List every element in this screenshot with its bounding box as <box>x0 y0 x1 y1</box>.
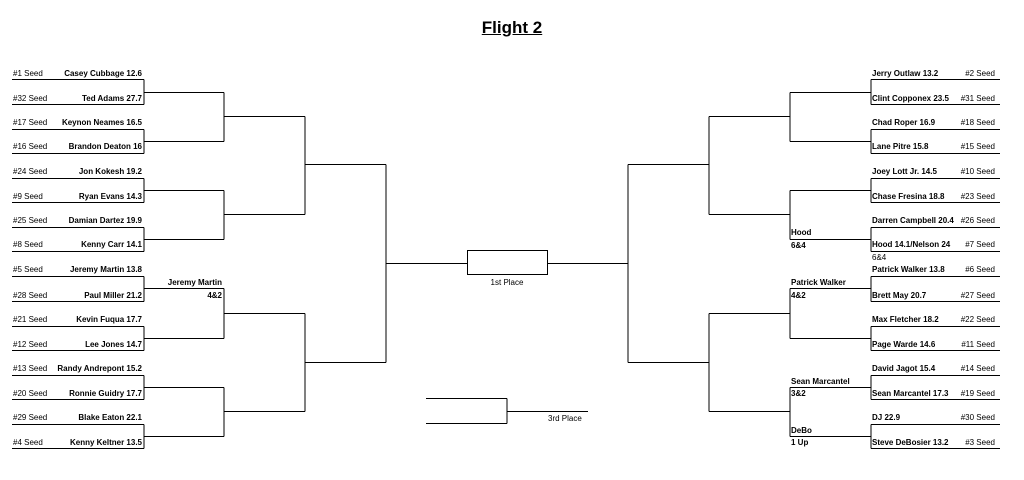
player-name: Kenny Keltner 13.5 <box>69 438 142 447</box>
seed-label: #24 Seed <box>13 167 48 176</box>
player-name: Brett May 20.7 <box>872 291 927 300</box>
player-name: Blake Eaton 22.1 <box>78 413 142 422</box>
player-name: Clint Copponex 23.5 <box>872 94 949 103</box>
seed-label: #16 Seed <box>13 142 48 151</box>
seed-label: #7 Seed <box>965 240 995 249</box>
player-name: Darren Campbell 20.4 <box>872 216 954 225</box>
player-name: Hood 14.1/Nelson 24 <box>872 240 951 249</box>
seed-label: #19 Seed <box>960 389 995 398</box>
seed-label: #14 Seed <box>960 364 995 373</box>
seed-label: #26 Seed <box>960 216 995 225</box>
player-name: Chad Roper 16.9 <box>872 118 936 127</box>
player-name: Ryan Evans 14.3 <box>78 192 142 201</box>
seed-label: #12 Seed <box>13 340 48 349</box>
match-score: 4&2 <box>791 291 806 300</box>
player-name: Sean Marcantel 17.3 <box>872 389 949 398</box>
match-score: 3&2 <box>791 389 806 398</box>
seed-label: #2 Seed <box>965 69 995 78</box>
seed-label: #8 Seed <box>13 240 43 249</box>
seed-label: #13 Seed <box>13 364 48 373</box>
player-name: Lee Jones 14.7 <box>85 340 142 349</box>
seed-label: #4 Seed <box>13 438 43 447</box>
winner-name: Jeremy Martin <box>167 278 222 287</box>
player-name: David Jagot 15.4 <box>872 364 936 373</box>
player-name: Jerry Outlaw 13.2 <box>872 69 939 78</box>
seed-label: #9 Seed <box>13 192 43 201</box>
seed-label: #5 Seed <box>13 265 43 274</box>
match-score: 4&2 <box>207 291 222 300</box>
player-name: Patrick Walker 13.8 <box>872 265 945 274</box>
seed-label: #29 Seed <box>13 413 48 422</box>
player-name: Jeremy Martin 13.8 <box>69 265 142 274</box>
player-name: Kenny Carr 14.1 <box>81 240 142 249</box>
player-name: Jon Kokesh 19.2 <box>78 167 142 176</box>
player-name: Keynon Neames 16.5 <box>61 118 142 127</box>
player-name: Kevin Fuqua 17.7 <box>76 315 142 324</box>
seed-label: #18 Seed <box>960 118 995 127</box>
winner-name: Sean Marcantel <box>791 377 850 386</box>
seed-label: #15 Seed <box>960 142 995 151</box>
player-name: Randy Andrepont 15.2 <box>57 364 142 373</box>
player-name: Paul Miller 21.2 <box>84 291 142 300</box>
player-name: Chase Fresina 18.8 <box>872 192 945 201</box>
player-name: Ted Adams 27.7 <box>81 94 142 103</box>
player-name: Ronnie Guidry 17.7 <box>69 389 142 398</box>
seed-label: #17 Seed <box>13 118 48 127</box>
match-score: 1 Up <box>791 438 809 447</box>
seed-label: #21 Seed <box>13 315 48 324</box>
player-name: Max Fletcher 18.2 <box>872 315 939 324</box>
player-name: Brandon Deaton 16 <box>68 142 142 151</box>
seed-label: #25 Seed <box>13 216 48 225</box>
seed-label: #30 Seed <box>960 413 995 422</box>
third-place-label: 3rd Place <box>548 414 582 423</box>
match-note: 6&4 <box>872 253 887 262</box>
seed-label: #6 Seed <box>965 265 995 274</box>
seed-label: #22 Seed <box>960 315 995 324</box>
bracket-title: Flight 2 <box>481 18 543 37</box>
match-score: 6&4 <box>791 241 806 250</box>
player-name: Lane Pitre 15.8 <box>872 142 929 151</box>
seed-label: #3 Seed <box>965 438 995 447</box>
winner-name: DeBo <box>791 426 812 435</box>
winner-name: Patrick Walker <box>791 278 846 287</box>
player-name: Damian Dartez 19.9 <box>68 216 142 225</box>
seed-label: #23 Seed <box>960 192 995 201</box>
first-place-label: 1st Place <box>490 278 524 287</box>
seed-label: #10 Seed <box>960 167 995 176</box>
seed-label: #31 Seed <box>960 94 995 103</box>
seed-label: #28 Seed <box>13 291 48 300</box>
seed-label: #32 Seed <box>13 94 48 103</box>
seed-label: #1 Seed <box>13 69 43 78</box>
seed-label: #11 Seed <box>961 340 995 349</box>
seed-label: #20 Seed <box>13 389 48 398</box>
player-name: Steve DeBosier 13.2 <box>872 438 949 447</box>
player-name: Casey Cubbage 12.6 <box>64 69 142 78</box>
player-name: Joey Lott Jr. 14.5 <box>872 167 937 176</box>
player-name: Page Warde 14.6 <box>872 340 936 349</box>
winner-name: Hood <box>791 228 812 237</box>
seed-label: #27 Seed <box>960 291 995 300</box>
player-name: DJ 22.9 <box>872 413 901 422</box>
